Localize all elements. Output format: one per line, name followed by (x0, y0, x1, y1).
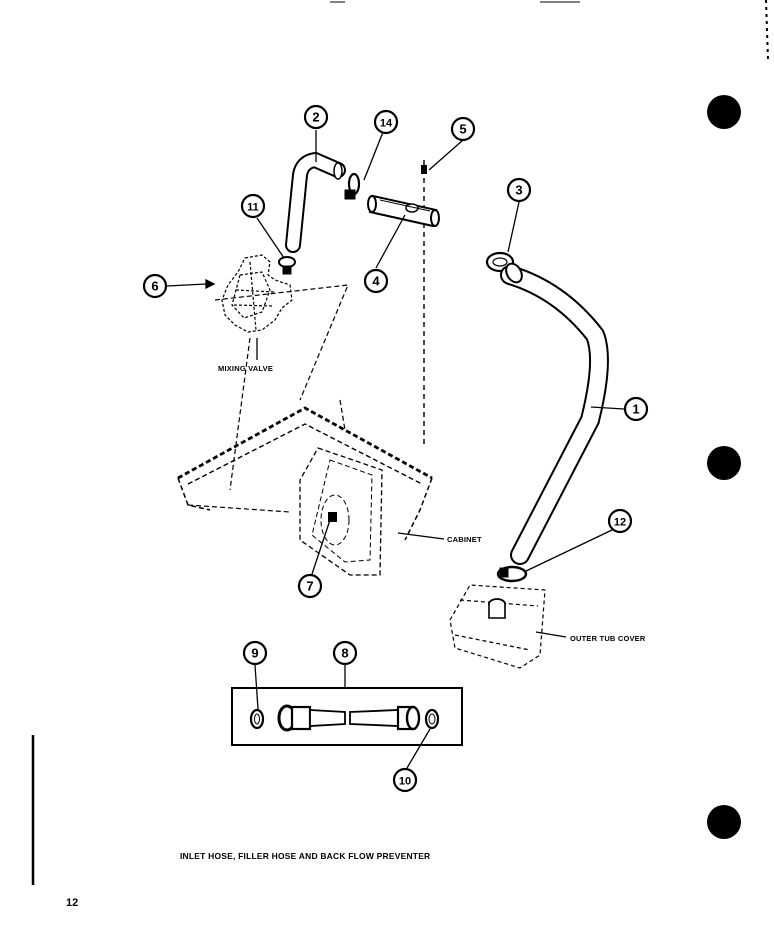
screw-5 (421, 165, 427, 174)
svg-text:1: 1 (632, 402, 639, 417)
tub-cover-nozzle (488, 598, 506, 619)
clamp-3 (485, 251, 515, 273)
label-outer-tub-cover: OUTER TUB COVER (570, 634, 646, 643)
washer-9 (249, 708, 265, 730)
svg-text:14: 14 (380, 118, 393, 130)
binder-hole-middle (707, 446, 741, 480)
cabinet-fitting (328, 512, 337, 522)
callout-12: 12 (607, 508, 633, 534)
svg-text:8: 8 (341, 646, 348, 661)
callout-6: 6 (142, 273, 168, 299)
page-number: 12 (66, 897, 78, 909)
callout-4: 4 (363, 268, 389, 294)
svg-text:12: 12 (614, 517, 626, 529)
callout-8: 8 (332, 640, 358, 666)
svg-text:7: 7 (306, 579, 313, 594)
binder-hole-top (707, 95, 741, 129)
scan-edge-marks (31, 0, 769, 885)
callout-1: 1 (623, 396, 649, 422)
mixing-valve-part (221, 254, 293, 333)
back-flow-preventer-10 (424, 708, 440, 730)
inlet-hose-inset-box (231, 687, 463, 746)
label-cabinet: CABINET (447, 535, 482, 544)
svg-text:11: 11 (247, 202, 259, 214)
callout-7: 7 (297, 573, 323, 599)
callout-3: 3 (506, 177, 532, 203)
svg-text:6: 6 (151, 279, 158, 294)
callout-9: 9 (242, 640, 268, 666)
clamp-14 (344, 172, 361, 200)
callout-14: 14 (373, 109, 399, 135)
callout-2: 2 (303, 104, 329, 130)
diagram-caption: INLET HOSE, FILLER HOSE AND BACK FLOW PR… (180, 851, 430, 861)
callout-11: 11 (240, 193, 266, 219)
svg-text:9: 9 (251, 646, 258, 661)
binder-hole-bottom (707, 805, 741, 839)
hose-elbow-2-fill (287, 153, 344, 251)
clamp-11 (278, 256, 296, 275)
outer-tub-cover-part (449, 584, 546, 669)
filler-hose-1-end (505, 262, 523, 284)
callout-10: 10 (392, 767, 418, 793)
svg-text:4: 4 (372, 274, 380, 289)
leader-lines (166, 126, 625, 769)
svg-text:3: 3 (515, 183, 522, 198)
svg-text:2: 2 (312, 110, 319, 125)
inlet-hose-8 (277, 704, 421, 732)
cabinet-part (177, 284, 433, 576)
callout-5: 5 (450, 116, 476, 142)
hose-elbow-2-end (333, 162, 343, 180)
label-mixing-valve: MIXING VALVE (218, 364, 273, 373)
clamp-12 (496, 565, 528, 583)
filler-hose-1-fill (502, 267, 607, 563)
svg-text:5: 5 (459, 122, 466, 137)
svg-text:10: 10 (399, 776, 411, 788)
connector-tube-4 (367, 194, 440, 228)
